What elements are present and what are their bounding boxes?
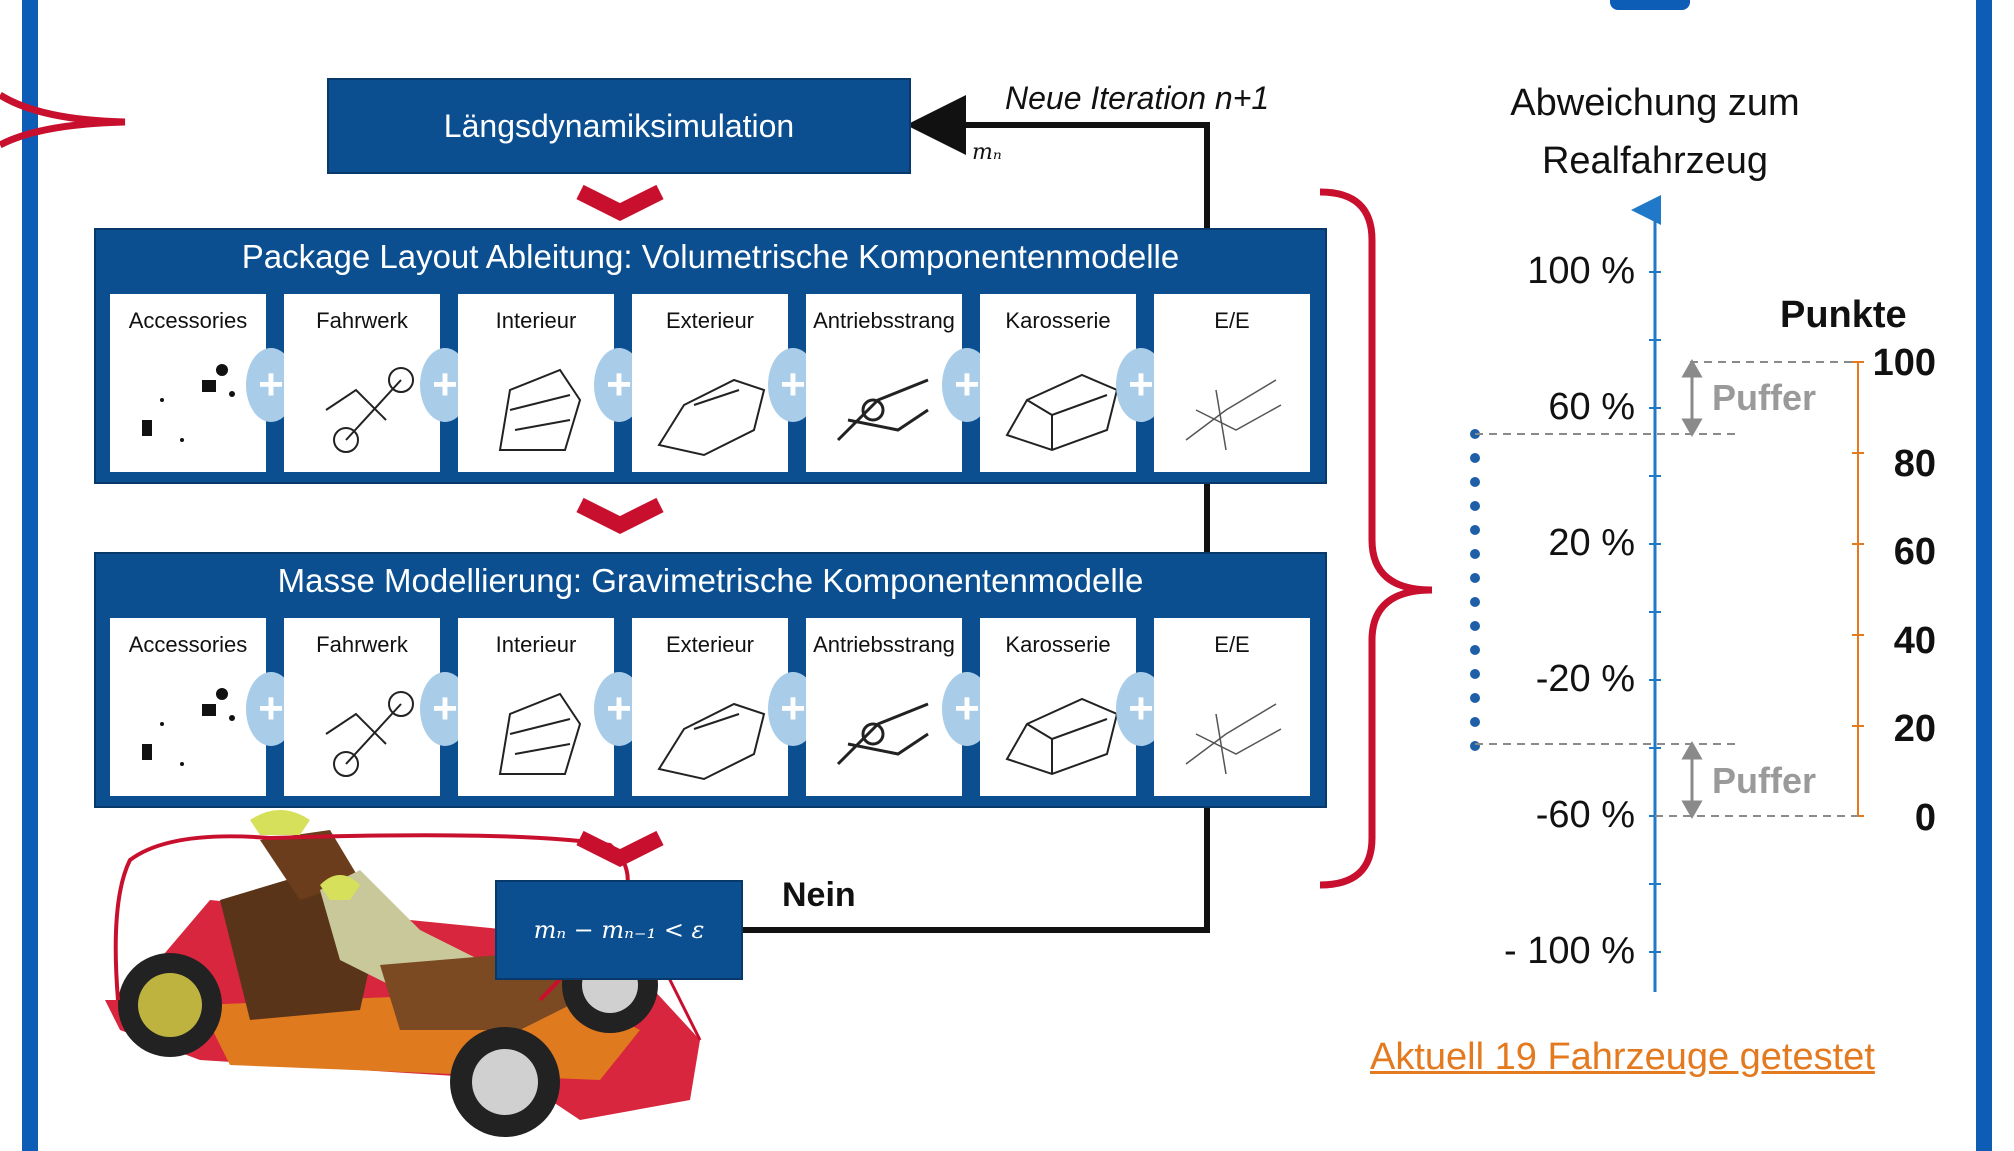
component-sketch: [142, 688, 235, 766]
loop-line: [743, 95, 1210, 933]
points-tick: 80: [1893, 443, 1936, 485]
points-tick: 0: [1914, 797, 1936, 839]
tile-accessories: Accessories: [110, 618, 266, 796]
deviation-tick: 60 %: [1548, 386, 1635, 428]
deviation-tick: 100 %: [1527, 250, 1635, 292]
points-tick: 60: [1893, 531, 1936, 573]
mass-label: mₙ: [972, 140, 1002, 165]
tile-label: Karosserie: [1005, 308, 1111, 333]
points-axis-ticks: [1852, 361, 1864, 817]
tile-label: E/E: [1214, 632, 1250, 657]
tile-fahrwerk: Fahrwerk: [284, 294, 440, 472]
mass-panel-title: Masse Modellierung: Gravimetrische Kompo…: [277, 562, 1144, 599]
tile-antriebsstrang: Antriebsstrang: [806, 618, 962, 796]
chevron-down-icon: [576, 497, 664, 534]
deviation-axis-title: Abweichung zum Realfahrzeug: [1510, 82, 1800, 182]
no-label: Nein: [782, 876, 856, 914]
tile-label: Fahrwerk: [316, 632, 408, 657]
component-sketch: [498, 692, 582, 775]
left-bracket-tip: [0, 92, 126, 149]
deviation-axis-ticks: [1649, 271, 1661, 953]
deviation-tick: -20 %: [1535, 658, 1635, 700]
component-sketch: [142, 364, 235, 442]
component-sketch: [657, 702, 766, 781]
tile-label: Accessories: [128, 632, 248, 657]
deviation-dots: [1470, 429, 1480, 751]
tile-ee: E/E: [1154, 294, 1310, 472]
points-tick: 20: [1893, 708, 1936, 750]
deviation-tick: -60 %: [1535, 794, 1635, 836]
component-sketch: [1185, 379, 1282, 451]
convergence-condition-box: mₙ − mₙ₋₁ < ε: [495, 880, 743, 980]
tile-antriebsstrang: Antriebsstrang: [806, 294, 962, 472]
package-panel: Package Layout Ableitung: Volumetrische …: [94, 228, 1327, 484]
tile-label: Antriebsstrang: [813, 632, 955, 657]
tile-label: Interieur: [495, 308, 577, 333]
component-sketch: [325, 691, 414, 777]
tile-exterieur: Exterieur: [632, 294, 788, 472]
buffer-arrows: [1681, 358, 1703, 820]
tile-accessories: Accessories: [110, 294, 266, 472]
points-tick: 40: [1893, 620, 1936, 662]
package-panel-title: Package Layout Ableitung: Volumetrische …: [241, 238, 1180, 275]
component-sketch: [498, 368, 582, 451]
tile-label: Accessories: [128, 308, 248, 333]
buffer-label: Puffer: [1712, 377, 1817, 418]
points-tick: 100: [1872, 342, 1936, 384]
tile-fahrwerk: Fahrwerk: [284, 618, 440, 796]
points-title: Punkte: [1780, 294, 1907, 336]
tile-label: Fahrwerk: [316, 308, 408, 333]
tile-label: Antriebsstrang: [813, 308, 955, 333]
footnote-link[interactable]: Aktuell 19 Fahrzeuge getestet: [1370, 1036, 1875, 1078]
tile-label: Interieur: [495, 632, 577, 657]
frame-right-border: [1976, 0, 1992, 1151]
deviation-tick: - 100 %: [1504, 930, 1635, 972]
tile-exterieur: Exterieur: [632, 618, 788, 796]
tile-label: Karosserie: [1005, 632, 1111, 657]
component-sketch: [1185, 703, 1282, 775]
deviation-tick: 20 %: [1548, 522, 1635, 564]
tile-interieur: Interieur: [458, 618, 614, 796]
component-sketch: [1005, 373, 1119, 452]
tile-karosserie: Karosserie: [980, 294, 1136, 472]
component-sketch: [657, 378, 766, 457]
component-sketch: [325, 367, 414, 453]
tile-karosserie: Karosserie: [980, 618, 1136, 796]
tile-label: E/E: [1214, 308, 1250, 333]
simulation-box: Längsdynamiksimulation: [327, 78, 911, 174]
component-sketch: [836, 378, 929, 442]
iteration-label: Neue Iteration n+1: [1005, 80, 1270, 116]
tile-ee: E/E: [1154, 618, 1310, 796]
mass-panel: Masse Modellierung: Gravimetrische Kompo…: [94, 552, 1327, 808]
tile-interieur: Interieur: [458, 294, 614, 472]
tile-label: Exterieur: [665, 632, 755, 657]
component-sketch: [836, 702, 929, 766]
component-sketch: [1005, 697, 1119, 776]
tile-label: Exterieur: [665, 308, 755, 333]
buffer-label: Puffer: [1712, 760, 1817, 801]
chevron-down-icon: [576, 184, 664, 221]
guide-lines: [1475, 361, 1858, 817]
frame-left-border: [22, 0, 38, 1151]
top-accent: [1610, 0, 1690, 10]
bracket-icon: [1319, 188, 1433, 889]
